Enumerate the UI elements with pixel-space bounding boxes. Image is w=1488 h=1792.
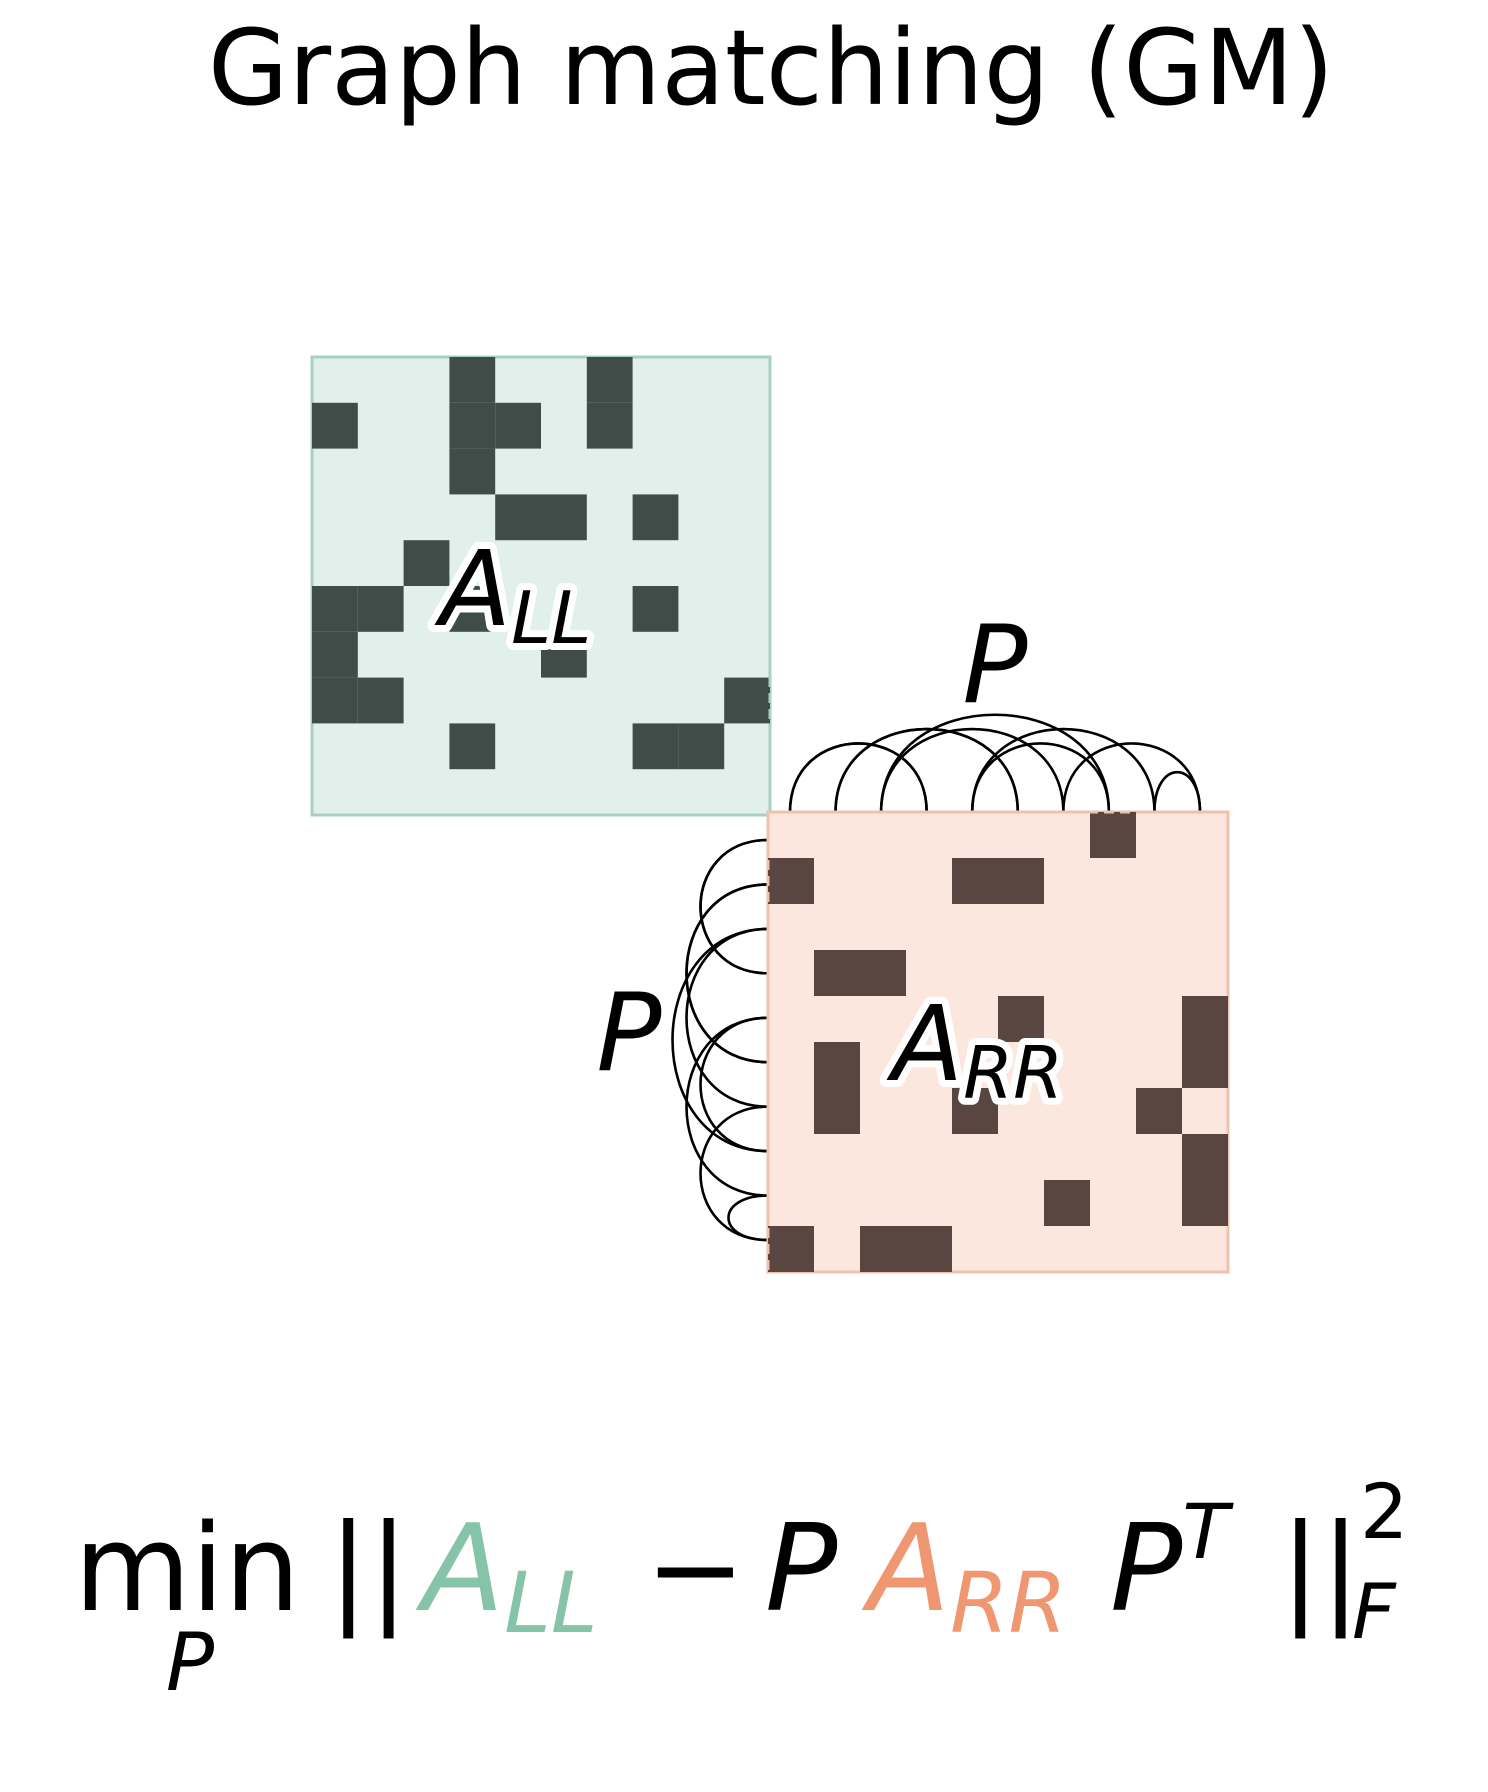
matrix-a-ll-cell-r2-c3 (449, 448, 496, 495)
matrix-a-rr (766, 810, 1230, 1274)
matrix-a-rr-cells (768, 812, 1228, 1272)
matrix-a-ll-cell-r8-c3 (449, 723, 496, 770)
formula-norm-superscript: 2 (1360, 1467, 1408, 1556)
matrix-a-ll-cell-r5-c7 (632, 586, 679, 632)
matrix-a-rr-cell-r1-c4 (952, 858, 998, 904)
matrix-a-rr-cell-r9-c0 (768, 1226, 814, 1272)
matrix-a-ll-cell-r8-c8 (678, 723, 725, 770)
figure-title: Graph matching (GM) (208, 7, 1334, 129)
matrix-a-rr-cell-r1-c0 (768, 858, 814, 904)
permutation-arc-left-7 (671, 927, 769, 1153)
matrix-a-ll-label-sub: LL (511, 576, 591, 660)
matrix-a-rr-cell-r9-c2 (860, 1226, 906, 1272)
formula-norm-subscript: F (1352, 1567, 1397, 1656)
formula-norm-open: || (328, 1500, 409, 1639)
permutation-arcs-top (788, 713, 1202, 813)
permutation-arc-top-8 (970, 727, 1156, 813)
matrix-a-rr-cell-r8-c6 (1044, 1180, 1090, 1226)
matrix-a-rr-cell-r7-c9 (1182, 1134, 1228, 1180)
matrix-a-rr-label: ARR (886, 983, 1063, 1115)
matrix-a-ll-cell-r1-c4 (495, 402, 541, 449)
permutation-arc-top-7 (879, 713, 1111, 813)
matrix-a-rr-cell-r9-c3 (906, 1226, 952, 1272)
matrix-a-rr-cell-r4-c5 (998, 996, 1044, 1042)
permutation-arcs-left (671, 838, 769, 1242)
permutation-arc-top-2 (879, 727, 1065, 813)
matrix-a-ll-cell-r1-c3 (449, 402, 496, 449)
permutation-arc-left-3 (699, 838, 769, 975)
permutation-arc-top-5 (834, 727, 1020, 813)
formula-minus: − (645, 1500, 746, 1639)
formula-p1: P (765, 1500, 838, 1639)
matrix-a-ll-cell-r8-c7 (632, 723, 679, 770)
permutation-arc-left-5 (685, 883, 769, 1064)
matrix-a-rr-cell-r5-c9 (1182, 1042, 1228, 1088)
matrix-a-ll-cell-r3-c7 (632, 494, 679, 541)
objective-formula: min || ALL − P ARR PT || (74, 1451, 1361, 1658)
matrix-a-rr-cell-r8-c9 (1182, 1180, 1228, 1226)
matrix-a-ll-cell-r5-c3 (449, 586, 496, 632)
matrix-a-rr-cell-r5-c1 (814, 1042, 860, 1088)
matrix-a-ll-cell-r1-c6 (586, 402, 633, 449)
matrix-a-ll-cell-r4-c2 (403, 540, 450, 586)
matrix-a-rr-cell-r6-c8 (1136, 1088, 1182, 1134)
matrix-a-ll-cell-r0-c6 (586, 357, 633, 403)
matrix-a-rr-label-main: A (886, 983, 963, 1105)
matrix-a-rr-cell-r0-c7 (1090, 812, 1136, 858)
matrix-a-ll-cell-r3-c4 (495, 494, 541, 541)
formula-norm-close: || (1280, 1500, 1361, 1639)
formula-min: min (74, 1500, 300, 1639)
formula-min-subscript: P (166, 1616, 215, 1709)
matrix-a-ll-cell-r5-c0 (312, 586, 358, 632)
matrix-a-ll-cell-r0-c3 (449, 357, 496, 403)
matrix-a-ll-cell-r7-c9 (724, 677, 770, 724)
formula-a-rr: A (861, 1500, 950, 1639)
matrix-a-ll-label-main: A (434, 528, 511, 650)
permutation-arc-top-3 (788, 742, 928, 813)
matrix-a-rr-cell-r1-c5 (998, 858, 1044, 904)
matrix-a-ll-cell-r6-c0 (312, 631, 358, 678)
matrix-a-ll-cell-r7-c0 (312, 677, 358, 724)
permutation-label-top: P (962, 603, 1027, 728)
permutation-label-left: P (596, 971, 661, 1096)
matrix-a-ll-label: ALL (434, 528, 591, 660)
matrix-a-rr-cell-r6-c1 (814, 1088, 860, 1134)
matrix-a-rr-label-sub: RR (963, 1031, 1063, 1115)
permutation-arc-left-2 (685, 927, 769, 1108)
matrix-a-ll-cell-r6-c5 (541, 631, 587, 678)
matrix-a-rr-cell-r4-c9 (1182, 996, 1228, 1042)
formula-a-rr-sub: RR (950, 1554, 1067, 1652)
permutation-arc-left-9 (727, 1194, 769, 1242)
matrix-a-ll-cell-r1-c0 (312, 402, 358, 449)
formula-a-ll: A (415, 1500, 504, 1639)
matrix-a-rr-cell-r3-c1 (814, 950, 860, 996)
matrix-a-ll-cells (312, 357, 770, 770)
matrix-a-ll-cell-r3-c5 (541, 494, 587, 541)
matrix-a-ll-cell-r7-c1 (357, 677, 404, 724)
formula-p2: P (1110, 1500, 1183, 1639)
formula-p2-sup: T (1182, 1487, 1234, 1576)
permutation-arc-top-9 (1153, 771, 1202, 813)
matrix-a-ll (310, 355, 772, 817)
matrix-a-ll-cell-r5-c1 (357, 586, 404, 632)
formula-a-ll-sub: LL (504, 1554, 598, 1652)
matrix-a-rr-cell-r6-c4 (952, 1088, 998, 1134)
matrix-a-rr-cell-r3-c2 (860, 950, 906, 996)
permutation-arc-left-8 (685, 1016, 769, 1197)
